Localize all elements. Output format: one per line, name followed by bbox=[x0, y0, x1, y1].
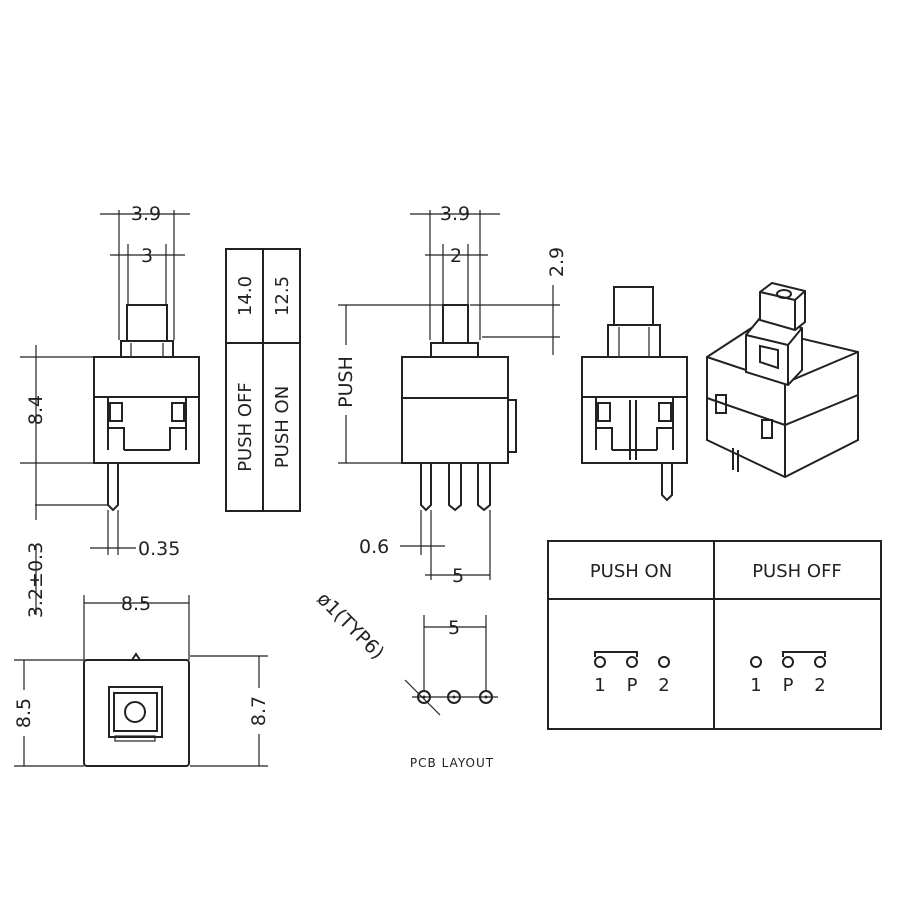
front-dim-overall-width: 3.9 bbox=[131, 203, 161, 225]
side-pin-1 bbox=[420, 463, 432, 512]
front-body bbox=[93, 356, 200, 464]
side-pin-p bbox=[448, 463, 462, 512]
table-push-off-height: 14.0 bbox=[235, 276, 256, 316]
side-dim-pin-pitch: 5 bbox=[452, 565, 464, 587]
push-off-pin-p: P bbox=[783, 675, 794, 696]
pcb-dim-pitch: 5 bbox=[448, 617, 460, 639]
front-dim-body-height: 8.4 bbox=[25, 395, 47, 425]
table-push-on-label: PUSH ON bbox=[272, 386, 293, 468]
push-off-symbol: 1 P 2 bbox=[750, 651, 826, 696]
push-off-header: PUSH OFF bbox=[752, 561, 842, 582]
front-stem-collar bbox=[120, 340, 174, 359]
schematic-table: PUSH ON PUSH OFF 1 P 2 1 P 2 bbox=[547, 540, 882, 730]
height-table: 14.0 12.5 PUSH OFF PUSH ON bbox=[225, 248, 301, 512]
pcb-layout: 5 ø1(TYP6) PCB LAYOUT bbox=[312, 588, 498, 770]
push-off-pin-1: 1 bbox=[750, 675, 761, 696]
isometric-view bbox=[706, 281, 859, 479]
table-push-on-height: 12.5 bbox=[272, 276, 293, 316]
pcb-caption: PCB LAYOUT bbox=[410, 756, 494, 770]
table-push-off-label: PUSH OFF bbox=[235, 382, 256, 472]
rear-view bbox=[581, 286, 688, 502]
side-dim-overall-width: 3.9 bbox=[440, 203, 470, 225]
push-on-symbol: 1 P 2 bbox=[594, 651, 670, 696]
front-dim-pin-thickness: 0.35 bbox=[138, 538, 180, 560]
side-dim-stem-width: 2 bbox=[450, 245, 462, 267]
top-view: 8.5 8.5 8.7 bbox=[12, 593, 271, 767]
side-view: 3.9 2 2.9 PUSH 0.6 5 bbox=[334, 203, 568, 587]
front-stem bbox=[126, 304, 168, 344]
pcb-dim-hole: ø1(TYP6) bbox=[312, 588, 388, 664]
push-on-pin-p: P bbox=[627, 675, 638, 696]
side-dim-pin-width: 0.6 bbox=[359, 536, 389, 558]
push-off-pin-2: 2 bbox=[814, 675, 825, 696]
side-stem bbox=[442, 304, 469, 346]
top-dim-height-right: 8.7 bbox=[248, 696, 270, 726]
front-dim-stem-width: 3 bbox=[141, 245, 153, 267]
push-on-pin-1: 1 bbox=[594, 675, 605, 696]
side-dim-travel: 2.9 bbox=[546, 247, 568, 277]
side-stem-collar bbox=[430, 342, 479, 359]
front-view: 3.9 3 8.4 3.2±0.3 0.35 bbox=[20, 203, 200, 618]
push-on-pin-2: 2 bbox=[658, 675, 669, 696]
side-pin-2 bbox=[477, 463, 491, 512]
top-dim-width: 8.5 bbox=[121, 593, 151, 615]
side-dim-push: PUSH bbox=[335, 356, 357, 408]
top-dim-height-left: 8.5 bbox=[13, 698, 35, 728]
side-body bbox=[401, 356, 509, 464]
push-on-header: PUSH ON bbox=[590, 561, 672, 582]
